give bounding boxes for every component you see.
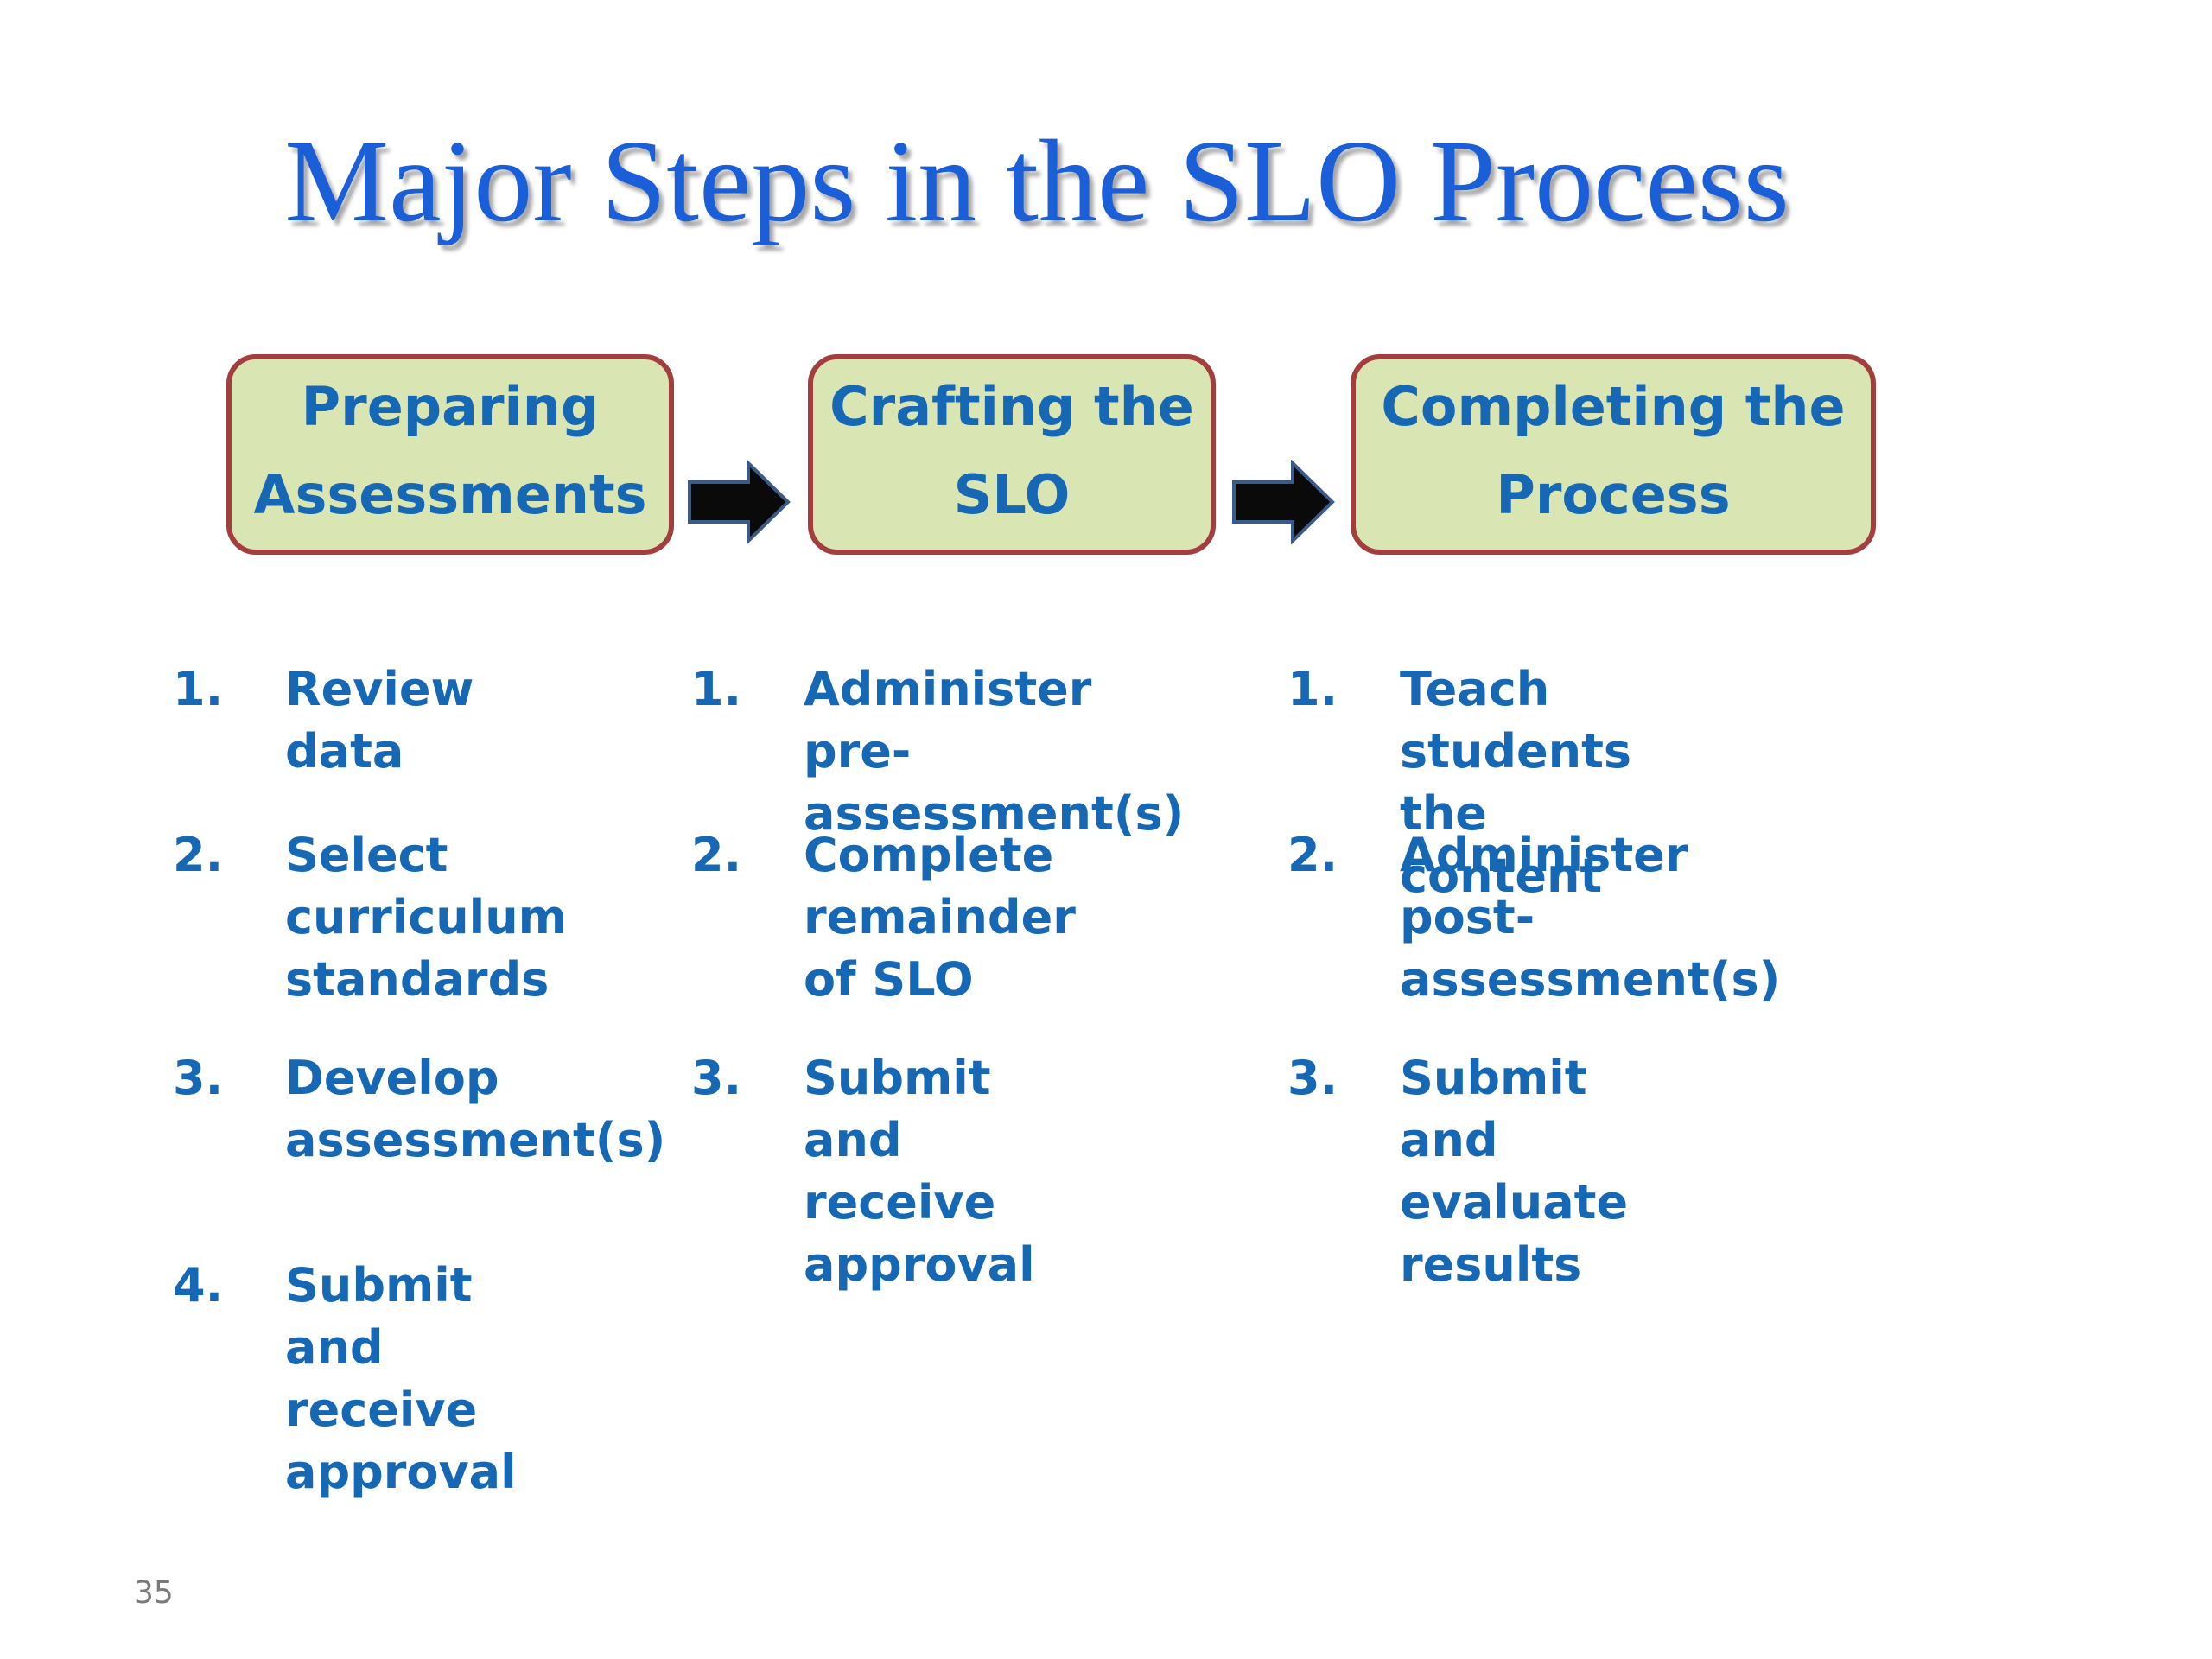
right-arrow-icon	[688, 460, 791, 544]
step-text: Submit and receive approval	[285, 1258, 517, 1499]
step-text: Submit and evaluate results	[1400, 1051, 1629, 1292]
step-text: Develop assessment(s)	[285, 1051, 666, 1167]
step-text: Complete remainder of SLO	[804, 828, 1076, 1007]
step-number: 2.	[691, 828, 742, 882]
step-number: 1.	[691, 662, 742, 716]
phase-label: Preparing Assessments	[253, 375, 647, 526]
step-text: Teach students the content	[1400, 662, 1632, 903]
step-text: Submit and receive approval	[804, 1051, 1035, 1292]
phase-box-crafting-the-slo: Crafting the SLO	[808, 354, 1216, 555]
step-number: 3.	[691, 1051, 742, 1105]
step-number: 2.	[173, 828, 224, 882]
phase-label: Crafting the SLO	[830, 375, 1194, 526]
step-number: 3.	[173, 1051, 224, 1105]
step-text: Review data	[285, 662, 474, 779]
slide-title: Major Steps in the SLO Process	[284, 117, 1789, 246]
phase-label: Completing the Process	[1381, 375, 1846, 526]
step-text: Administer post- assessment(s)	[1400, 828, 1781, 1007]
right-arrow-icon	[1232, 460, 1335, 544]
step-text: Administer pre- assessment(s)	[804, 662, 1185, 841]
phase-box-completing-the-process: Completing the Process	[1351, 354, 1876, 555]
step-number: 1.	[1287, 662, 1338, 716]
phase-box-preparing-assessments: Preparing Assessments	[226, 354, 674, 555]
page-number: 35	[134, 1575, 174, 1611]
step-number: 4.	[173, 1258, 224, 1313]
step-number: 2.	[1287, 828, 1338, 882]
step-text: Select curriculum standards	[285, 828, 567, 1007]
step-number: 1.	[173, 662, 224, 716]
step-number: 3.	[1287, 1051, 1338, 1105]
